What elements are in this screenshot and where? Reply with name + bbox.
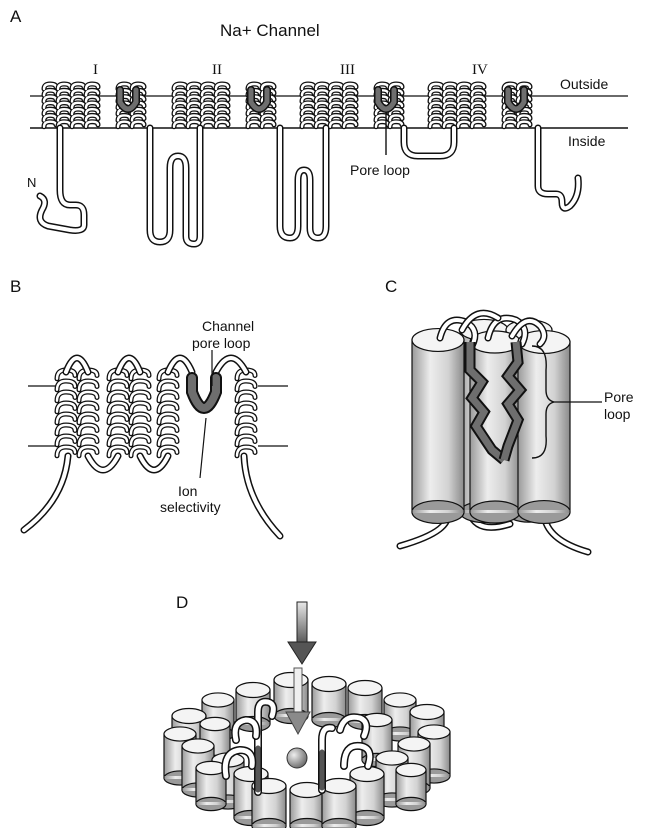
- panel-b-letter: B: [10, 277, 21, 296]
- d-helix-16-top: [376, 751, 408, 765]
- b-tail-left-inner: [24, 456, 68, 530]
- outside-label: Outside: [560, 76, 608, 92]
- linker-1-2-inner: [150, 128, 200, 244]
- b-segment-1: [57, 370, 75, 456]
- domain-2-segment-1: [174, 84, 186, 127]
- d-helix-22-join: [197, 802, 226, 805]
- panel-d-letter: D: [176, 593, 188, 612]
- domain-1-segment-4: [86, 84, 98, 127]
- d-helix-21: [322, 779, 356, 828]
- d-helix-19-join: [253, 824, 286, 827]
- domain-4-segment-3: [458, 84, 470, 127]
- d-helix-1-top: [236, 683, 270, 698]
- panel-b: B Channel pore loop Ion selectivity: [10, 277, 288, 536]
- d-cylinders: [164, 673, 450, 828]
- d-helix-23-join: [397, 802, 426, 805]
- b-channel-label-line2: pore loop: [192, 335, 251, 351]
- domain-3-segment-3: [330, 84, 342, 127]
- c-pore-label-line2: loop: [604, 406, 631, 422]
- domain-2-segment-4: [216, 84, 228, 127]
- d-helix-9-top: [200, 717, 230, 730]
- d-incoming-arrow: [288, 602, 316, 664]
- d-helix-6-top: [384, 693, 416, 707]
- b-segment-2: [79, 370, 97, 456]
- linker-1-2: [150, 128, 200, 244]
- b-helices: [57, 358, 255, 470]
- domain-label-2: II: [212, 62, 222, 78]
- linker-3-4: [404, 128, 454, 156]
- linker-2-3-inner: [280, 128, 326, 238]
- domain-2-segment-2: [188, 84, 200, 127]
- d-helix-11-top: [164, 727, 196, 741]
- domain-4-segment-1: [430, 84, 442, 127]
- domain-1-segment-1: [44, 84, 56, 127]
- c-helix-front-3: [518, 331, 570, 524]
- c-helix-front-1-join: [413, 510, 464, 513]
- d-arrow-shaft: [297, 602, 307, 644]
- c-pore-label-line1: Pore: [604, 389, 634, 405]
- d-helix-2-top: [274, 673, 308, 688]
- d-helix-4-top: [348, 681, 382, 696]
- b-segment-6: [237, 370, 255, 456]
- b-tail-right: [244, 456, 280, 536]
- panel-a: A Na+ Channel Outside Inside I II III IV: [10, 7, 628, 244]
- d-helix-3-top: [312, 677, 346, 692]
- b-channel-label-line1: Channel: [202, 318, 254, 334]
- d-helix-21-top: [322, 779, 356, 794]
- pore-loop-label: Pore loop: [350, 162, 410, 178]
- n-terminus-tail-inner: [40, 128, 84, 230]
- domain-3-segment-2: [316, 84, 328, 127]
- domain-4-segment-2: [444, 84, 456, 127]
- b-segment-5: [159, 370, 177, 456]
- d-ion-sphere: [287, 748, 307, 768]
- d-helix-5-top: [202, 693, 234, 707]
- pore-loops: [120, 90, 524, 109]
- d-helix-12-top: [418, 725, 450, 739]
- domain-3-segment-1: [302, 84, 314, 127]
- intracellular-loops: [40, 128, 578, 244]
- domain-label-3: III: [340, 62, 355, 78]
- domain-3-segment-4: [344, 84, 356, 127]
- d-helix-14-top: [398, 737, 430, 751]
- domain-4-segment-4: [472, 84, 484, 127]
- c-helix-front-1-body: [412, 340, 464, 512]
- n-terminus-label: N: [27, 175, 36, 190]
- c-helix-front-3-body: [518, 342, 570, 512]
- domain-2-segment-3: [202, 84, 214, 127]
- c-helix-front-1: [412, 329, 464, 524]
- b-tail-left: [24, 456, 68, 530]
- panel-a-title: Na+ Channel: [220, 21, 320, 40]
- domain-1-segment-3: [72, 84, 84, 127]
- panel-d: D: [164, 593, 450, 828]
- domain-label-1: I: [93, 62, 98, 78]
- d-helix-23-top: [396, 763, 426, 776]
- d-helix-8-top: [410, 705, 444, 720]
- c-helix-front-3-join: [519, 510, 570, 513]
- linker-2-3: [280, 128, 326, 238]
- panel-a-letter: A: [10, 7, 22, 26]
- d-helix-20-join: [291, 824, 324, 827]
- c-helix-front-2-join: [471, 510, 520, 513]
- b-ion-pointer: [200, 418, 206, 478]
- b-segment-4: [131, 370, 149, 456]
- d-helix-21-join: [323, 824, 356, 827]
- d-arrow-head: [288, 642, 316, 664]
- panel-c-letter: C: [385, 277, 397, 296]
- panel-c: C: [385, 277, 634, 552]
- b-ion-label-line1: Ion: [178, 483, 197, 499]
- b-segment-3: [109, 370, 127, 456]
- domain-1-segment-2: [58, 84, 70, 127]
- domain-label-4: IV: [472, 62, 488, 78]
- d-helix-13-top: [182, 739, 214, 753]
- b-ion-label-line2: selectivity: [160, 499, 221, 515]
- d-helix-23: [396, 763, 426, 810]
- inside-label: Inside: [568, 133, 606, 149]
- d-pore-arrow-shaft: [294, 668, 302, 714]
